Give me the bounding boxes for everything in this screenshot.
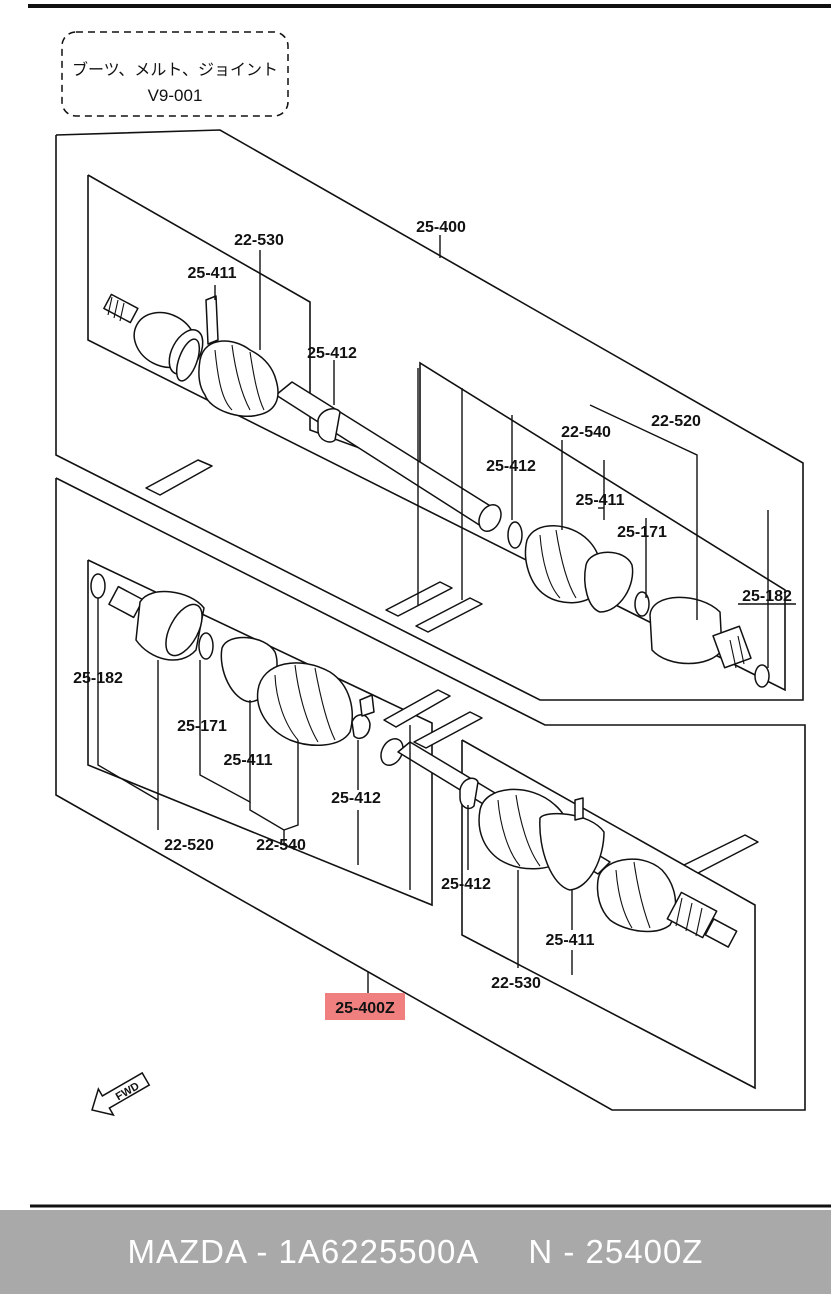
upper-axle-shaft <box>103 293 502 532</box>
label-25-412-lower-right: 25-412 <box>441 876 491 893</box>
label-25-412-upper-left: 25-412 <box>307 345 357 362</box>
title-line1: ブーツ、メルト、ジョイント <box>72 60 278 79</box>
upper-grease-tubes <box>145 459 483 633</box>
upper-left-stub <box>103 293 139 324</box>
label-25-411-lower-right: 25-411 <box>546 932 595 949</box>
lower-assembly-frame <box>55 477 806 1111</box>
label-22-530-lower: 22-530 <box>491 975 541 992</box>
label-25-400: 25-400 <box>416 219 466 236</box>
title-box: ブーツ、メルト、ジョイント V9-001 <box>61 31 289 117</box>
fwd-arrow-icon: FWD <box>91 1071 151 1117</box>
label-22-540-upper: 22-540 <box>561 424 611 441</box>
label-25-182-lower: 25-182 <box>73 670 123 687</box>
label-25-411-upper: 25-411 <box>188 265 237 282</box>
label-22-540-lower: 22-540 <box>256 837 306 854</box>
label-22-530-upper: 22-530 <box>234 232 284 249</box>
label-22-520-lower: 22-520 <box>164 837 214 854</box>
upper-assembly-frame <box>55 129 804 701</box>
lower-axle-shaft <box>380 738 738 948</box>
lower-inner-joint-parts <box>90 573 375 746</box>
title-line2: V9-001 <box>148 86 203 105</box>
label-25-182-upper: 25-182 <box>742 588 792 605</box>
upper-inner-joint-parts <box>507 521 770 688</box>
label-22-520-upper: 22-520 <box>651 413 701 430</box>
footer-bar: MAZDA - 1A6225500A N - 25400Z <box>0 1210 831 1294</box>
upper-leader-lines <box>214 250 769 668</box>
fwd-label: FWD <box>114 1080 142 1103</box>
label-25-411-lower: 25-411 <box>224 752 273 769</box>
lower-leader-lines <box>97 598 573 995</box>
lower-grease-tubes <box>383 689 759 874</box>
highlight-box <box>325 993 405 1020</box>
label-25-412-lower-mid: 25-412 <box>331 790 381 807</box>
label-25-400z: 25-400Z <box>335 1000 395 1017</box>
label-25-411-upper-right: 25-411 <box>576 492 625 509</box>
label-25-171-upper: 25-171 <box>617 524 667 541</box>
label-25-171-lower: 25-171 <box>177 718 227 735</box>
label-25-412-upper-right: 25-412 <box>486 458 536 475</box>
part-number-caption: MAZDA - 1A6225500A N - 25400Z <box>127 1233 704 1270</box>
